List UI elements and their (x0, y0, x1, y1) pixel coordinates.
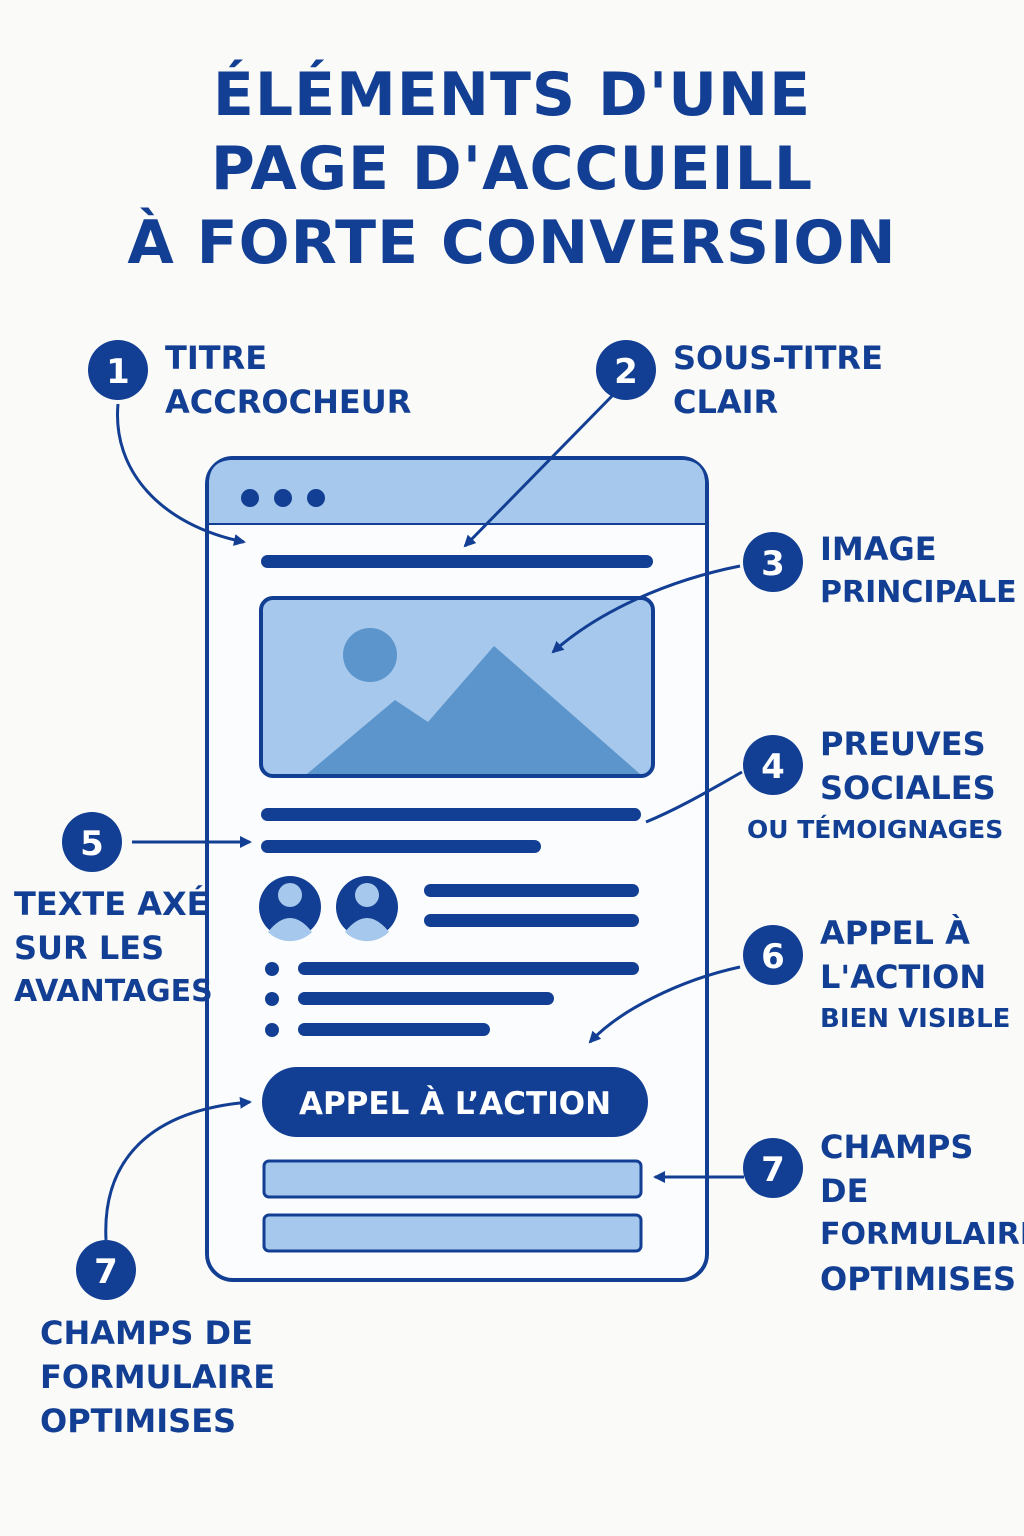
callout-7-left-line-1: CHAMPS DE (40, 1314, 253, 1352)
callout-3-line-2: PRINCIPALE (820, 575, 1017, 610)
callout-2-line-1: SOUS-TITRE (673, 339, 883, 377)
badge-7-right: 7 (743, 1138, 803, 1198)
svg-text:4: 4 (761, 747, 785, 787)
callout-arrows (104, 394, 744, 1241)
testimonial-avatar (336, 876, 398, 942)
hero-image-placeholder (259, 596, 655, 778)
svg-text:7: 7 (761, 1150, 785, 1190)
bullet-icon (265, 962, 279, 976)
callout-7-right-line-4: OPTIMISES (820, 1260, 1017, 1298)
mountain-icon (307, 646, 640, 774)
cta-button-label: APPEL À L’ACTION (299, 1086, 611, 1122)
browser-toolbar (209, 460, 705, 524)
benefit-text-line (298, 992, 554, 1005)
form-field[interactable] (262, 1213, 643, 1253)
title-line-1: ÉLÉMENTS D'UNE (212, 60, 812, 130)
benefit-text-line (298, 962, 639, 975)
callout-4-label: PREUVES SOCIALES OU TÉMOIGNAGES (747, 722, 1003, 850)
svg-text:2: 2 (614, 352, 638, 392)
badge-2: 2 (596, 340, 656, 400)
window-dot-icon (307, 489, 325, 507)
callout-7-left-line-3: OPTIMISES (40, 1402, 237, 1440)
callout-5-line-2: SUR LES (14, 929, 165, 967)
testimonial-text-line (424, 914, 639, 927)
arrow-7-left (104, 1096, 252, 1241)
title-line-2: PAGE D'ACCUEILL (210, 134, 814, 204)
callout-3-line-1: IMAGE (820, 530, 937, 568)
window-dot-icon (241, 489, 259, 507)
svg-text:3: 3 (761, 544, 785, 584)
badge-6: 6 (743, 925, 803, 985)
body-text-line (261, 808, 641, 821)
callout-1-line-1: TITRE (165, 339, 268, 377)
arrow-4 (645, 770, 743, 824)
callout-7-right-label: CHAMPS DE FORMULAIRE OPTIMISES (820, 1125, 1024, 1301)
callout-1-label: TITRE ACCROCHEUR (165, 336, 411, 424)
callout-6-line-2: L'ACTION (820, 958, 987, 996)
callout-6-line-3: BIEN VISIBLE (820, 1004, 1011, 1034)
callout-1-line-2: ACCROCHEUR (165, 383, 412, 421)
arrow-3 (551, 564, 741, 654)
testimonial-avatar (259, 876, 321, 942)
title-line-3: À FORTE CONVERSION (127, 208, 897, 278)
badge-1: 1 (88, 340, 148, 400)
sun-icon (343, 628, 397, 682)
svg-text:7: 7 (94, 1252, 118, 1292)
arrow-1 (116, 403, 246, 546)
callout-7-right-line-2: DE (820, 1172, 869, 1210)
cta-button[interactable]: APPEL À L’ACTION (262, 1067, 648, 1137)
callout-5-line-3: AVANTAGES (14, 974, 213, 1009)
callout-2-line-2: CLAIR (673, 383, 779, 421)
badge-4: 4 (743, 735, 803, 795)
body-text-line (261, 840, 541, 853)
form-field[interactable] (262, 1159, 643, 1199)
callout-4-line-2: SOCIALES (820, 769, 996, 807)
callout-4-line-1: PREUVES (820, 725, 986, 763)
bullet-icon (265, 1023, 279, 1037)
benefit-text-line (298, 1023, 490, 1036)
callout-5-line-1: TEXTE AXÉ (14, 885, 209, 923)
callout-3-label: IMAGE PRINCIPALE (820, 527, 1017, 615)
callout-6-label: APPEL À L'ACTION BIEN VISIBLE (820, 911, 1010, 1039)
testimonial-text-line (424, 884, 639, 897)
page-title: ÉLÉMENTS D'UNE PAGE D'ACCUEILL À FORTE C… (0, 58, 1024, 280)
headline-placeholder (261, 555, 653, 568)
callout-6-line-1: APPEL À (820, 914, 970, 952)
callout-7-left-label: CHAMPS DE FORMULAIRE OPTIMISES (40, 1311, 275, 1443)
arrow-6 (588, 965, 741, 1044)
callout-7-right-line-3: FORMULAIRE (820, 1217, 1024, 1252)
callout-7-right-line-1: CHAMPS (820, 1128, 974, 1166)
badge-7-left: 7 (76, 1240, 136, 1300)
badge-3: 3 (743, 532, 803, 592)
svg-text:1: 1 (106, 352, 130, 392)
browser-frame (205, 456, 709, 1282)
arrow-2 (463, 394, 614, 548)
badge-5: 5 (62, 812, 122, 872)
svg-text:6: 6 (761, 937, 785, 977)
window-dot-icon (274, 489, 292, 507)
callout-7-left-line-2: FORMULAIRE (40, 1358, 276, 1396)
callout-5-label: TEXTE AXÉ SUR LES AVANTAGES (14, 882, 213, 1014)
callout-2-label: SOUS-TITRE CLAIR (673, 336, 883, 424)
svg-text:5: 5 (80, 824, 104, 864)
callout-4-line-3: OU TÉMOIGNAGES (747, 815, 1004, 844)
browser-mockup: APPEL À L’ACTION (205, 456, 709, 1282)
bullet-icon (265, 992, 279, 1006)
